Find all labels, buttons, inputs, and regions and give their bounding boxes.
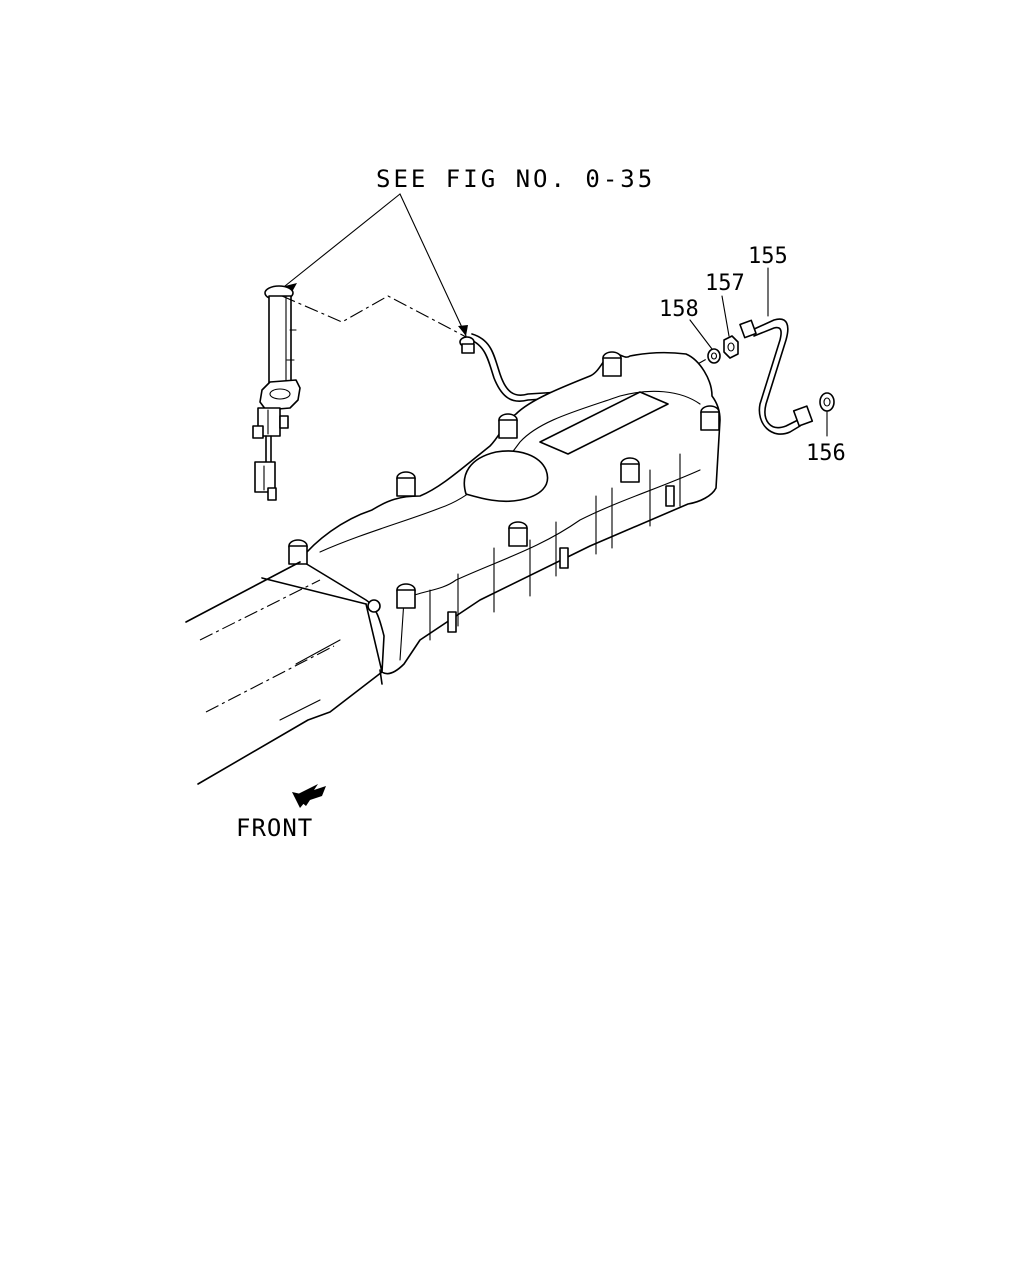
actuator-assembly bbox=[252, 285, 301, 501]
part-label-156: 157 bbox=[705, 271, 745, 296]
reference-note: SEE FIG NO. 0-35 bbox=[376, 165, 655, 193]
part-158 bbox=[819, 392, 835, 437]
connection-centerline bbox=[281, 295, 469, 339]
part-label-157: 158 bbox=[659, 297, 699, 322]
part-155 bbox=[739, 267, 814, 435]
part-157 bbox=[689, 319, 721, 364]
air-duct bbox=[185, 561, 383, 785]
part-label-158: 156 bbox=[806, 441, 846, 466]
reference-leaders bbox=[284, 193, 468, 337]
part-label-155: 155 bbox=[748, 244, 788, 269]
front-label: FRONT bbox=[236, 814, 313, 842]
front-arrow-icon bbox=[292, 784, 326, 808]
intake-manifold bbox=[288, 351, 721, 675]
manifold-bolts bbox=[288, 351, 720, 613]
part-156 bbox=[721, 295, 739, 359]
